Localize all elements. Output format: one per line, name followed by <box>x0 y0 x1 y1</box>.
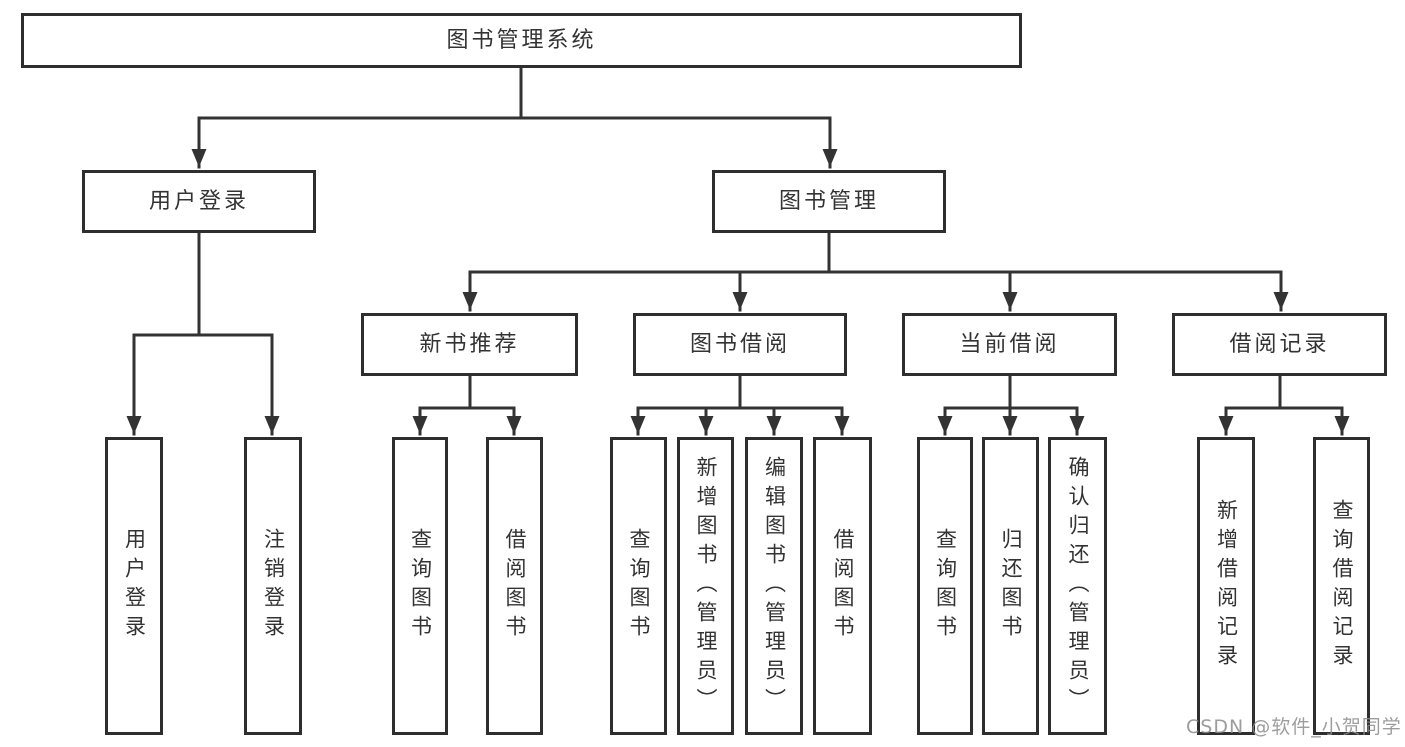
leaf-nbr-borrow-books: 借阅图书 <box>486 437 543 735</box>
leaf-logout: 注销登录 <box>244 437 302 735</box>
leaf-bb-add-books-admin: 新增图书（管理员） <box>677 437 734 735</box>
node-root: 图书管理系统 <box>21 13 1022 68</box>
leaf-cb-return-books: 归还图书 <box>982 437 1039 735</box>
leaf-nbr-query-books: 查询图书 <box>392 437 448 735</box>
leaf-bb-borrow-books: 借阅图书 <box>813 437 872 735</box>
node-book-borrowing: 图书借阅 <box>633 313 847 376</box>
leaf-br-query-record: 查询借阅记录 <box>1313 437 1370 735</box>
csdn-watermark: CSDN @软件_小贺同学 <box>1186 716 1402 738</box>
leaf-user-login: 用户登录 <box>105 437 163 735</box>
node-book-management: 图书管理 <box>712 170 946 233</box>
node-borrowing-records: 借阅记录 <box>1172 313 1387 376</box>
node-current-borrowing: 当前借阅 <box>902 313 1117 376</box>
leaf-bb-edit-books-admin: 编辑图书（管理员） <box>745 437 803 735</box>
leaf-bb-query-books: 查询图书 <box>610 437 667 735</box>
leaf-cb-query-books: 查询图书 <box>917 437 973 735</box>
leaf-cb-confirm-return-admin: 确认归还（管理员） <box>1048 437 1107 735</box>
node-user-login: 用户登录 <box>82 170 316 233</box>
node-new-book-recommend: 新书推荐 <box>361 313 578 376</box>
leaf-br-add-record: 新增借阅记录 <box>1197 437 1255 735</box>
